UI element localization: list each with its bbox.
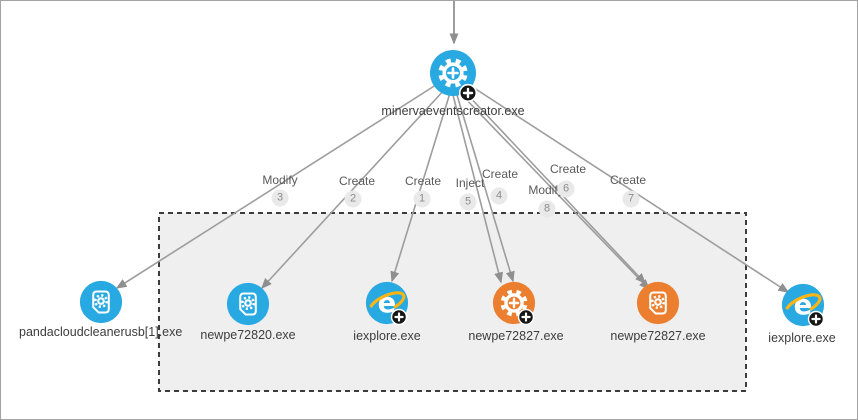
edge-line-create-6 [464,91,647,285]
edge-label-action: Create [549,162,587,176]
edge-label-action: Create [404,174,442,188]
edge-line-modify-3 [115,82,440,289]
edge-label-action: Inject [455,176,485,190]
node-label: iexplore.exe [353,329,421,343]
node-label: iexplore.exe [768,331,836,345]
edge-line-create-1 [390,92,451,283]
node-label: pandacloudcleanerusb[1].exe [19,325,183,339]
document-gear-icon [79,280,123,324]
edge-label-action: Create [609,173,647,187]
edge-order-badge: 1 [413,190,431,208]
document-gear-icon [636,281,680,325]
edge-order-badge: 2 [344,190,362,208]
node-label: newpe72820.exe [200,328,296,342]
edge-order-badge: 6 [557,180,575,198]
document-gear-icon [226,282,270,326]
edge-line-create-7 [470,85,790,293]
process-node-newpe72820[interactable] [226,282,270,326]
edge-line-inject-5 [452,94,503,284]
edge-label-action: Create [338,174,376,188]
edge-line-create-2 [260,88,446,290]
edge-label-action: Create [481,167,519,181]
plus-badge-icon [390,308,408,326]
process-node-pandacloudcleaner[interactable] [79,280,123,324]
node-label: newpe72827.exe [610,329,706,343]
edge-line-create-4 [456,94,515,283]
node-label: newpe72827.exe [468,329,564,343]
edge-order-badge: 4 [490,187,508,205]
expand-badge[interactable] [390,308,408,331]
plus-badge-icon [517,308,535,326]
root-node-label: minervaeventscreator.exe [381,104,525,118]
expand-badge[interactable] [517,308,535,331]
edge-order-badge: 3 [271,189,289,207]
plus-badge-icon [458,83,478,103]
plus-badge-icon [807,310,825,328]
edge-label-action: Modify [262,173,298,187]
process-node-newpe72827-doc[interactable] [636,281,680,325]
edge-order-badge: 5 [459,193,477,211]
expand-badge[interactable] [807,310,825,333]
edge-line-modify-8 [460,93,651,291]
edge-order-badge: 7 [622,190,640,208]
edge-order-badge: 8 [538,200,556,218]
edge-label-action: Modify [528,183,564,197]
